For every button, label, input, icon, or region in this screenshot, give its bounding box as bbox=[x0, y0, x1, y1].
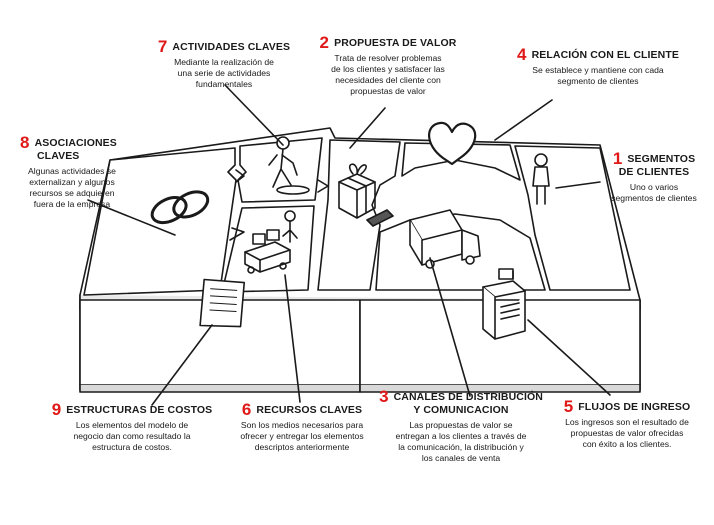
desc-line: una serie de actividades bbox=[177, 68, 271, 78]
rings-icon bbox=[150, 190, 210, 225]
desc-line: Las propuestas de valor se bbox=[409, 420, 513, 430]
desc-line: de los clientes y satisfacer las bbox=[331, 64, 445, 74]
number-badge: 2 bbox=[319, 33, 330, 52]
desc-line: Algunas actividades se bbox=[28, 166, 116, 176]
forklift-icon bbox=[244, 210, 298, 274]
desc-line: negocio dan como resultado la bbox=[73, 431, 191, 441]
heart-icon bbox=[428, 121, 477, 166]
label-relacion: 4 RELACIÓN CON EL CLIENTE Se establece y … bbox=[508, 45, 688, 87]
number-badge: 5 bbox=[563, 397, 574, 416]
number-badge: 7 bbox=[157, 37, 168, 56]
arrow-costos bbox=[151, 324, 213, 406]
block-title: ACTIVIDADES CLAVES bbox=[172, 41, 291, 53]
label-segmentos: 1 SEGMENTOS DE CLIENTES Uno o varios segm… bbox=[604, 149, 704, 204]
block-title-line2: CLAVES bbox=[37, 150, 80, 162]
cost-panel-side bbox=[79, 384, 361, 393]
number-badge: 9 bbox=[51, 400, 62, 419]
revenue-panel bbox=[359, 299, 641, 386]
block-title-line2: DE CLIENTES bbox=[618, 166, 690, 178]
truck-icon bbox=[409, 209, 481, 269]
label-flujos: 5 FLUJOS DE INGRESO Los ingresos son el r… bbox=[552, 397, 702, 450]
label-recursos: 6 RECURSOS CLAVES Son los medios necesari… bbox=[226, 400, 378, 453]
block-title-line2: Y COMUNICACION bbox=[413, 404, 509, 416]
desc-line: Los ingresos son el resultado de bbox=[565, 417, 689, 427]
arrow-relacion bbox=[494, 99, 553, 141]
desc-line: recursos se adquieren bbox=[29, 188, 115, 198]
desc-line: Mediante la realización de bbox=[174, 57, 274, 67]
desc-line: propuestas de valor bbox=[350, 86, 426, 96]
number-badge: 4 bbox=[517, 45, 527, 64]
desc-line: Se establece y mantiene con cada bbox=[532, 65, 664, 75]
number-badge: 6 bbox=[241, 400, 252, 419]
block-title: SEGMENTOS bbox=[627, 153, 696, 165]
desc-line: Son los medios necesarios para bbox=[240, 420, 364, 430]
arrow-asociaciones bbox=[87, 199, 176, 236]
desc-line: fundamentales bbox=[195, 79, 253, 89]
block-title: RELACIÓN CON EL CLIENTE bbox=[531, 49, 679, 61]
arrow-canales bbox=[429, 257, 471, 397]
label-actividades: 7 ACTIVIDADES CLAVES Mediante la realizac… bbox=[140, 37, 308, 90]
arrow-segmentos bbox=[555, 181, 601, 189]
block-title: PROPUESTA DE VALOR bbox=[334, 37, 457, 49]
cash-register-icon bbox=[482, 268, 526, 340]
desc-line: necesidades del cliente con bbox=[335, 75, 441, 85]
desc-line: la comunicación, la distribución y bbox=[398, 442, 524, 452]
desc-line: segmentos de clientes bbox=[611, 193, 697, 203]
block-title: ASOCIACIONES bbox=[34, 137, 117, 149]
desc-line: propuestas de valor ofrecidas bbox=[570, 428, 684, 438]
revenue-panel-side bbox=[359, 384, 641, 393]
label-propuesta: 2 PROPUESTA DE VALOR Trata de resolver pr… bbox=[306, 33, 470, 97]
desc-line: estructura de costos. bbox=[92, 442, 172, 452]
block-title: ESTRUCTURAS DE COSTOS bbox=[66, 404, 213, 416]
desc-line: fuera de la empresa bbox=[33, 199, 111, 209]
arrow-flujos bbox=[527, 319, 611, 396]
document-icon bbox=[199, 278, 246, 328]
desc-line: descriptos anteriormente bbox=[254, 442, 350, 452]
desc-line: Los elementos del modelo de bbox=[75, 420, 189, 430]
gift-icon bbox=[338, 163, 394, 227]
arrow-recursos bbox=[284, 274, 301, 403]
number-badge: 8 bbox=[20, 133, 30, 152]
number-badge: 3 bbox=[379, 387, 389, 406]
label-asociaciones: 8 ASOCIACIONES CLAVES Algunas actividades… bbox=[20, 133, 140, 210]
desc-line: ofrecer y entregar los elementos bbox=[240, 431, 364, 441]
desc-line: con éxito a los clientes. bbox=[582, 439, 672, 449]
block-title: CANALES DE DISTRIBUCIÓN bbox=[393, 391, 543, 403]
desc-line: Trata de resolver problemas bbox=[334, 53, 442, 63]
person-icon bbox=[532, 153, 550, 205]
arrow-propuesta bbox=[349, 107, 386, 149]
relationship-block bbox=[401, 142, 521, 181]
desc-line: Uno o varios bbox=[629, 182, 679, 192]
block-title: FLUJOS DE INGRESO bbox=[578, 401, 691, 413]
number-badge: 1 bbox=[612, 149, 623, 168]
block-title: RECURSOS CLAVES bbox=[256, 404, 363, 416]
label-costos: 9 ESTRUCTURAS DE COSTOS Los elementos del… bbox=[46, 400, 218, 453]
arrow-activities bbox=[224, 84, 284, 146]
desc-line: entregan a los clientes a través de bbox=[395, 431, 527, 441]
desc-line: externalizan y algunos bbox=[29, 177, 115, 187]
desc-line: segmento de clientes bbox=[557, 76, 639, 86]
worker-icon bbox=[268, 136, 310, 195]
desc-line: los canales de venta bbox=[421, 453, 501, 463]
